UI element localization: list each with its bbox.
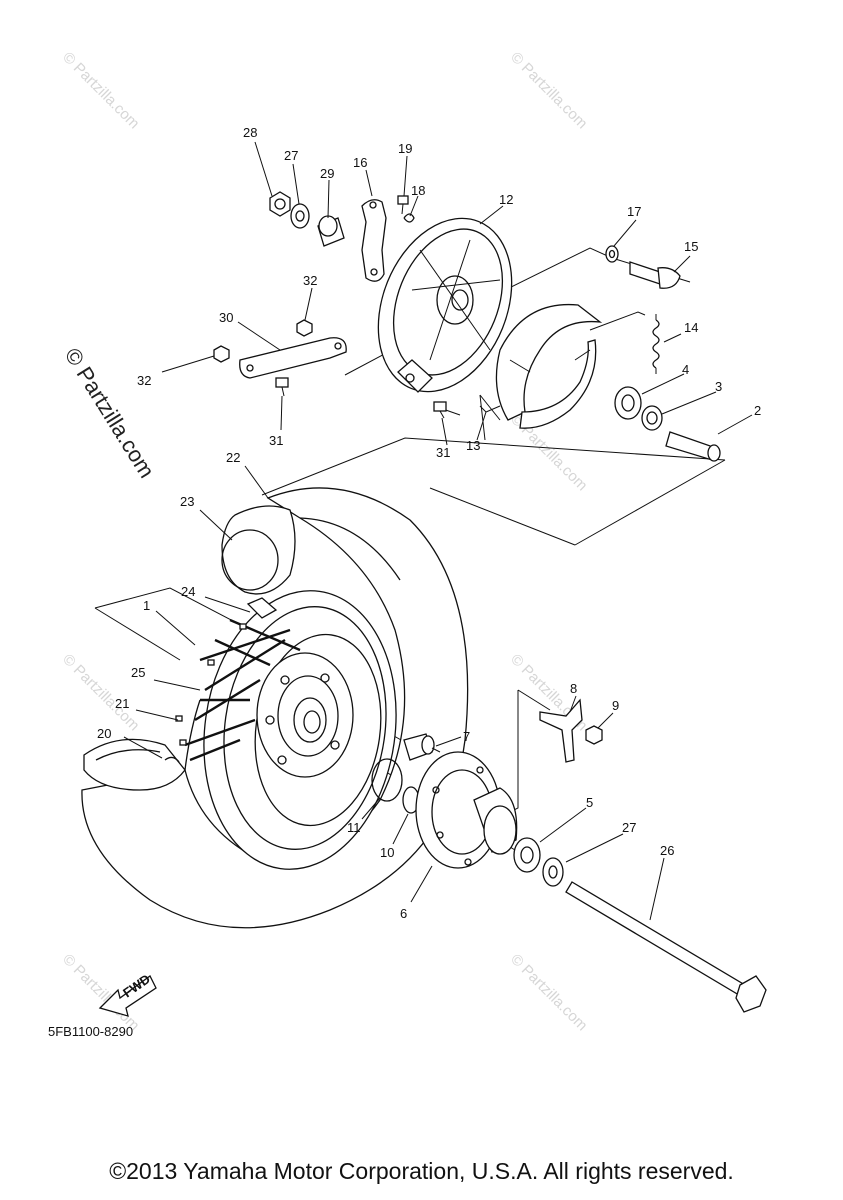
callout-20: 20	[97, 726, 111, 741]
callout-25: 25	[131, 665, 145, 680]
callout-9: 9	[612, 698, 619, 713]
part-bolt-19	[397, 195, 409, 215]
callout-6: 6	[400, 906, 407, 921]
callout-30: 30	[219, 310, 233, 325]
callout-8: 8	[570, 681, 577, 696]
callout-14: 14	[684, 320, 698, 335]
copyright-text: ©2013 Yamaha Motor Corporation, U.S.A. A…	[109, 1158, 734, 1184]
callout-32: 32	[137, 373, 151, 388]
callout-15: 15	[684, 239, 698, 254]
part-damper-7	[403, 733, 441, 761]
callout-2: 2	[754, 403, 761, 418]
part-hub-assembly	[256, 652, 354, 778]
part-bolt-31-right	[433, 401, 447, 419]
watermark: © Partzilla.com	[59, 49, 142, 132]
callout-32: 32	[303, 273, 317, 288]
part-oring-11	[371, 758, 403, 802]
callout-31: 31	[436, 445, 450, 460]
part-washer-17	[605, 245, 619, 263]
part-tire-22	[81, 487, 469, 929]
part-bolt-31-left	[275, 377, 289, 397]
part-collar-28	[317, 215, 345, 247]
callout-21: 21	[115, 696, 129, 711]
part-nut-32-top	[296, 319, 313, 337]
callout-10: 10	[380, 845, 394, 860]
part-valve-20	[164, 756, 180, 763]
callout-4: 4	[682, 362, 689, 377]
part-nut-29	[269, 191, 291, 217]
callout-1: 1	[143, 598, 150, 613]
callout-18: 18	[411, 183, 425, 198]
watermark: © Partzilla.com	[507, 49, 590, 132]
callout-28: 29	[320, 166, 334, 181]
callout-7: 7	[463, 729, 470, 744]
callout-12: 12	[499, 192, 513, 207]
part-washer-27-top	[290, 203, 310, 229]
part-axle-26	[565, 881, 767, 1013]
part-bearing-4	[614, 386, 642, 420]
callout-11: 11	[347, 820, 361, 835]
callout-23: 23	[180, 494, 194, 509]
callout-22: 22	[226, 450, 240, 465]
callout-31: 31	[269, 433, 283, 448]
callout-17: 17	[627, 204, 641, 219]
fwd-arrow-icon: FWD	[98, 971, 157, 1017]
callout-29: 28	[243, 125, 257, 140]
callout-3: 3	[715, 379, 722, 394]
callout-labels: 28 27 29 16 19 18 12 17 15 14 4 3 2 32 3…	[97, 125, 761, 921]
diagram-code: 5FB1100-8290	[48, 1024, 134, 1039]
part-shoe-13	[495, 303, 603, 429]
part-driven-flange-6	[415, 751, 518, 869]
callout-5: 5	[586, 795, 593, 810]
watermark: © Partzilla.com	[507, 951, 590, 1034]
part-nut-9	[585, 725, 603, 745]
callout-13: 13	[466, 438, 480, 453]
part-seal-3	[641, 405, 663, 431]
part-tube-23	[221, 505, 296, 595]
callout-24: 24	[181, 584, 195, 599]
part-rim-band-24	[246, 597, 278, 619]
part-bearing-5	[513, 837, 541, 873]
part-nut-32-left	[213, 345, 230, 363]
callout-27: 27	[622, 820, 636, 835]
part-tire-front-cut	[83, 738, 186, 791]
watermark-large: © Partzilla.com	[60, 343, 160, 482]
part-camshaft-15	[629, 261, 681, 289]
callout-16: 16	[353, 155, 367, 170]
part-brake-panel-12	[377, 217, 513, 393]
part-collar-2	[665, 431, 721, 462]
part-torque-arm-30	[239, 337, 347, 379]
part-washer-27-bottom	[542, 857, 564, 887]
part-cam-lever-16	[361, 199, 387, 282]
watermark: © Partzilla.com	[59, 651, 142, 734]
part-spring-14	[652, 314, 660, 374]
part-lock-plate-8	[539, 698, 583, 763]
part-nipples-21	[175, 623, 247, 746]
part-clip-18	[403, 213, 415, 223]
callout-27: 27	[284, 148, 298, 163]
callout-26: 26	[660, 843, 674, 858]
leader-lines	[123, 141, 753, 921]
callout-19: 19	[398, 141, 412, 156]
